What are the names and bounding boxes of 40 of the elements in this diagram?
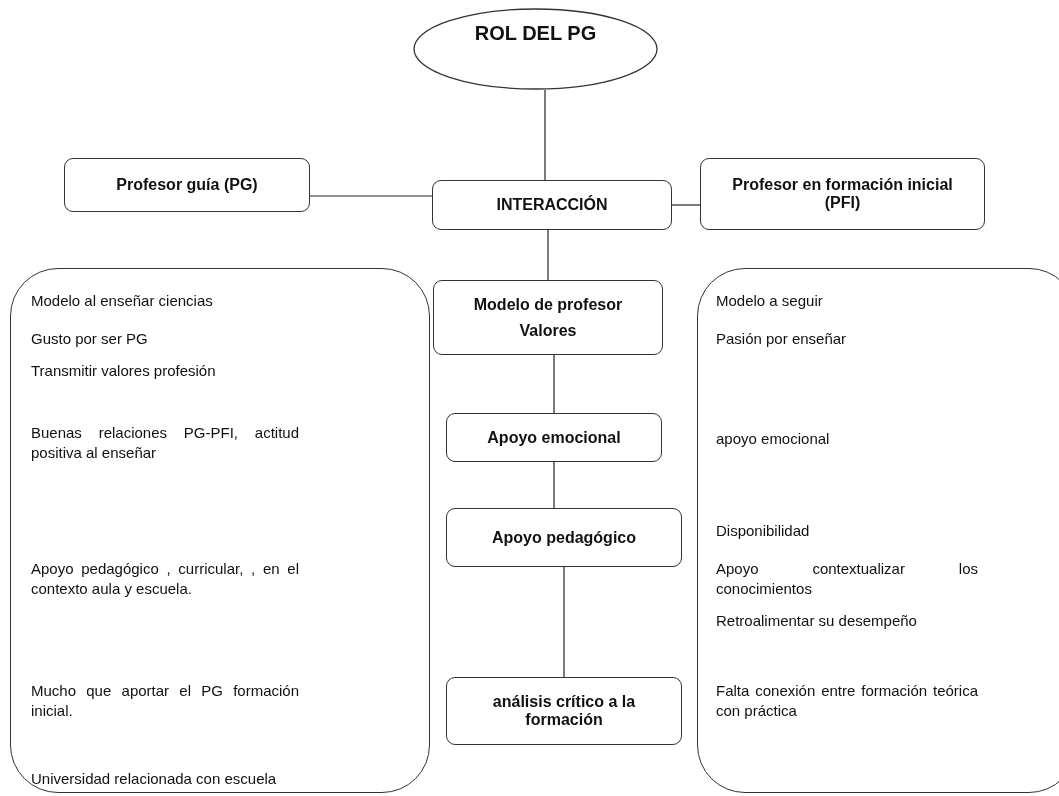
connector-line [671,204,701,206]
list-item-text: Transmitir valores profesión [31,361,217,381]
list-item-text: Modelo al enseñar ciencias [31,291,214,311]
concept-box [446,508,682,567]
box-label: análisis crítico a la formación [491,693,637,729]
box-label: Profesor guía (PG) [116,176,258,194]
list-item-text: Disponibilidad [716,521,811,541]
list-item-text: Universidad relacionada con escuela [31,769,278,789]
list-panel [697,268,1059,793]
box-label: Profesor en formación inicial (PFI) [731,176,954,212]
list-item-text: Pasión por enseñar [716,329,848,349]
concept-box [433,280,663,355]
connector-line [544,89,546,181]
connector-line [553,354,555,414]
box-label: ROL DEL PG [474,22,597,45]
list-item-text: Apoyo pedagógico , curricular, , en el contexto aula y escuela. [31,559,299,598]
title-ellipse [413,8,658,90]
list-item-text: Falta conexión entre formación teórica con práctica [716,681,978,720]
list-item-text: Modelo a seguir [716,291,824,311]
box-label: INTERACCIÓN [496,196,608,214]
box-label: Apoyo emocional [487,428,621,447]
connector-line [309,195,433,197]
concept-box [446,413,662,462]
list-panel [10,268,430,793]
list-item-text: Retroalimentar su desempeño [716,611,918,631]
box-label: Modelo de profesor [473,295,623,314]
list-item-text: Buenas relaciones PG-PFI, actitud positiva al enseñar [31,423,299,462]
list-item-text: Mucho que aportar el PG formación inicial. [31,681,299,720]
concept-box [446,677,682,745]
box-label: Valores [519,321,577,340]
box-label: Apoyo pedagógico [492,528,636,547]
concept-box [64,158,310,212]
concept-box [432,180,672,230]
list-item-text: Apoyo contextualizar los conocimientos [716,559,978,598]
connector-line [563,566,565,678]
connector-line [547,229,549,281]
connector-line [553,461,555,509]
list-item-text: apoyo emocional [716,429,831,449]
list-item-text: Gusto por ser PG [31,329,149,349]
concept-box [700,158,985,230]
